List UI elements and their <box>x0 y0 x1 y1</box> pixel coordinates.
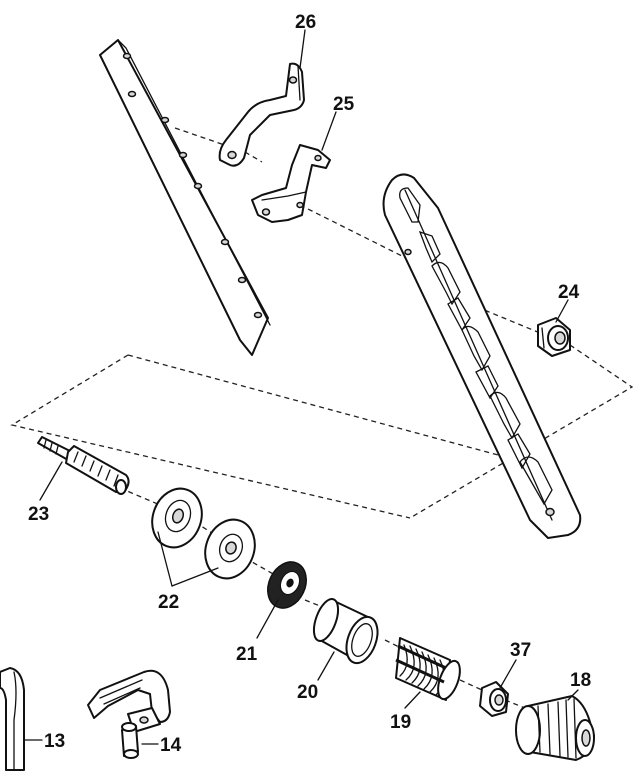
label-37: 37 <box>510 640 531 661</box>
label-18: 18 <box>570 670 591 691</box>
washer-22a <box>151 487 203 549</box>
label-20: 20 <box>297 682 318 703</box>
part-labels: 26 25 24 23 22 21 20 19 37 18 13 14 <box>28 12 591 756</box>
label-13: 13 <box>44 731 65 752</box>
label-14: 14 <box>160 735 182 756</box>
threaded-stud-23 <box>37 436 130 495</box>
sleeve-20 <box>312 598 379 665</box>
nut-24 <box>537 317 571 357</box>
lever-14 <box>87 669 171 759</box>
label-26: 26 <box>295 12 316 33</box>
label-22: 22 <box>158 592 179 613</box>
bracket-25 <box>251 144 331 223</box>
label-21: 21 <box>236 644 258 665</box>
mounting-plate <box>99 39 271 356</box>
label-23: 23 <box>28 504 49 525</box>
label-25: 25 <box>333 94 355 115</box>
spring-19 <box>395 637 461 701</box>
label-24: 24 <box>558 282 580 303</box>
felt-disc-21 <box>267 561 307 609</box>
slotted-bar <box>382 173 582 539</box>
knob-18 <box>515 695 595 761</box>
assembly-lines <box>10 127 634 709</box>
bracket-26 <box>218 62 305 167</box>
washer-22b <box>204 518 256 580</box>
label-19: 19 <box>390 712 411 733</box>
leader-lines <box>23 29 579 745</box>
cap-37 <box>479 681 509 717</box>
part-13 <box>0 667 25 771</box>
